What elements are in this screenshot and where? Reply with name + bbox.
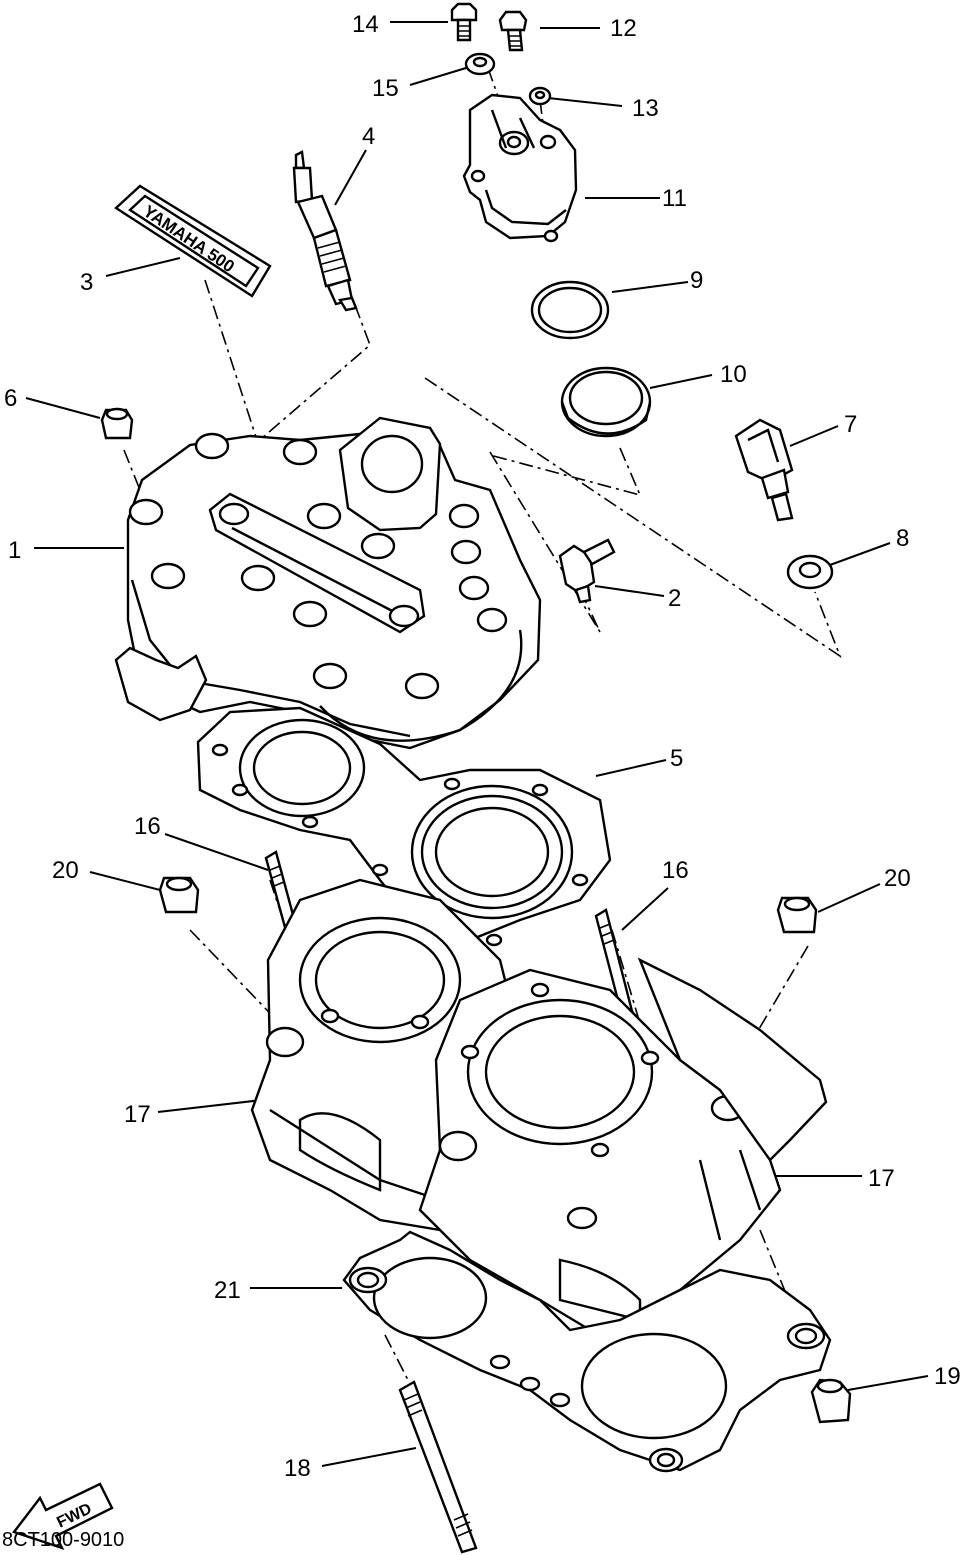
callout-3: 3 xyxy=(80,269,93,296)
gasket-ring-10 xyxy=(560,366,652,438)
callout-17-right: 17 xyxy=(868,1165,895,1192)
nut-6 xyxy=(100,407,134,440)
yamaha-decal-3: YAMAHA 500 xyxy=(114,184,272,298)
cylinder-head-1 xyxy=(114,416,542,750)
callout-16-right: 16 xyxy=(662,857,689,884)
callout-20-left: 20 xyxy=(52,857,79,884)
diagram-code: 8CT100-9010 xyxy=(2,1529,124,1551)
leader-lines xyxy=(25,21,929,1467)
bolt-14 xyxy=(450,2,478,42)
head-gasket-5 xyxy=(196,706,612,947)
callout-6: 6 xyxy=(4,385,17,412)
callout-10: 10 xyxy=(720,361,747,388)
callout-20-right: 20 xyxy=(884,865,911,892)
o-ring-9 xyxy=(530,280,610,340)
callout-11: 11 xyxy=(662,185,687,212)
stud-18 xyxy=(398,1380,478,1554)
callout-14: 14 xyxy=(352,11,379,38)
base-gasket-21 xyxy=(342,1230,832,1473)
spark-plug-4 xyxy=(292,150,358,312)
washer-13 xyxy=(528,86,552,106)
callout-5: 5 xyxy=(670,745,683,772)
callout-7: 7 xyxy=(844,411,857,438)
callout-13: 13 xyxy=(632,95,659,122)
washer-15 xyxy=(464,52,496,76)
plug-19 xyxy=(810,1378,852,1424)
temperature-sensor-7 xyxy=(734,418,794,522)
callout-19: 19 xyxy=(934,1363,961,1390)
washer-8 xyxy=(786,554,834,590)
callout-15: 15 xyxy=(372,75,399,102)
callout-1: 1 xyxy=(8,537,21,564)
callout-labels: 14 12 15 13 4 11 3 9 10 6 7 1 8 2 5 16 2… xyxy=(4,11,961,1482)
callout-16-left: 16 xyxy=(134,813,161,840)
callout-9: 9 xyxy=(690,267,703,294)
nut-20-left xyxy=(158,876,200,914)
fwd-arrow: FWD xyxy=(12,1482,114,1551)
bolt-12 xyxy=(498,10,528,52)
nut-20-right xyxy=(776,896,818,934)
callout-8: 8 xyxy=(896,525,909,552)
callout-12: 12 xyxy=(610,15,637,42)
cylinder-17-left xyxy=(250,878,522,1232)
callout-2: 2 xyxy=(668,585,681,612)
cylinder-17-right xyxy=(418,957,828,1332)
callout-4: 4 xyxy=(362,123,375,150)
thermostat-cover-11 xyxy=(462,93,578,243)
callout-17-left: 17 xyxy=(124,1101,151,1128)
fitting-2 xyxy=(558,538,616,604)
callout-18: 18 xyxy=(284,1455,311,1482)
callout-21: 21 xyxy=(214,1277,241,1304)
